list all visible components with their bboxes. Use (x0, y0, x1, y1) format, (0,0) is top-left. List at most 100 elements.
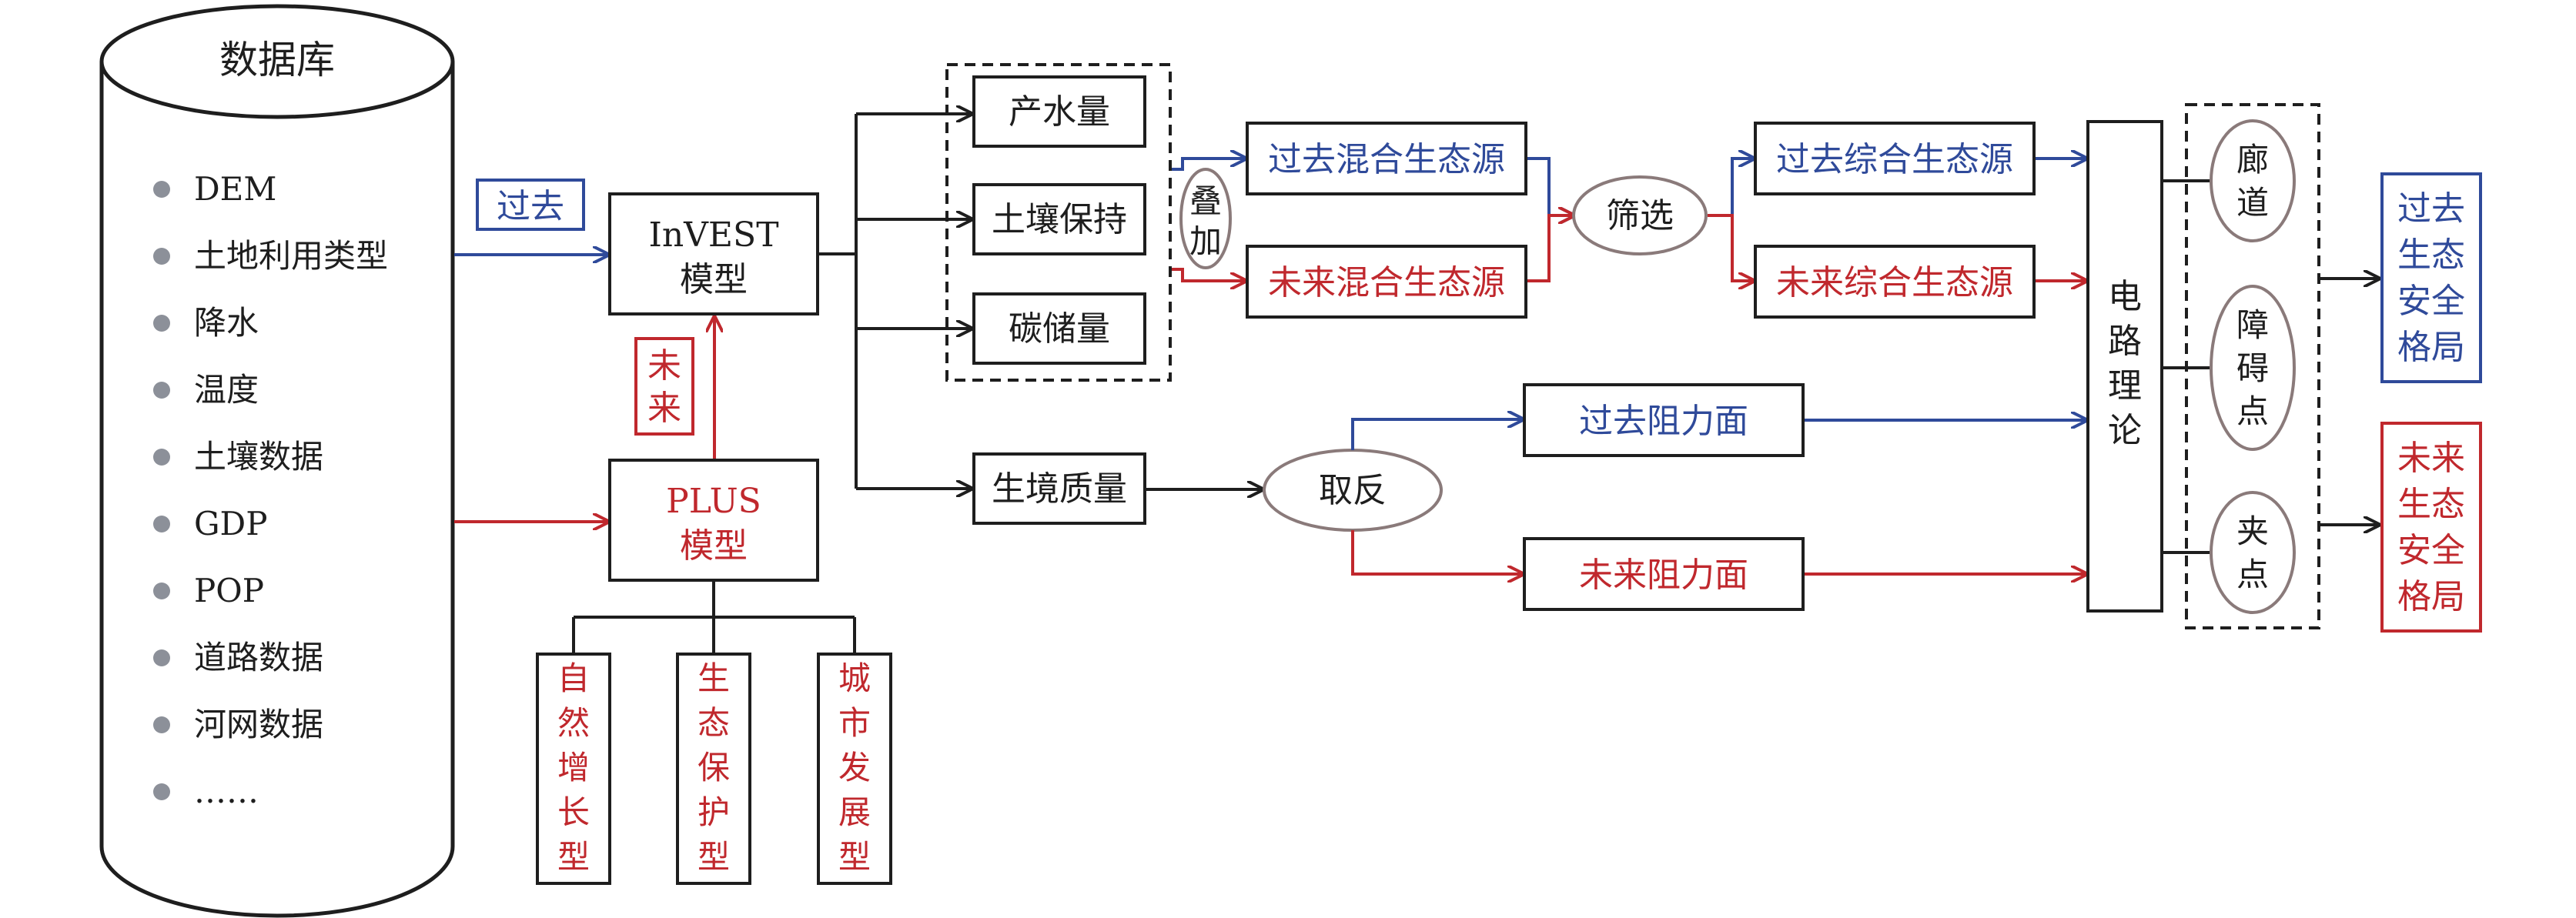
plus-model-box: PLUS 模型 (608, 459, 819, 582)
past-mixed-source-box: 过去混合生态源 (1246, 122, 1527, 195)
database-item: 河网数据 (194, 706, 323, 743)
scenario-char: 市 (838, 704, 871, 742)
plus-model-suffix: 模型 (680, 526, 748, 566)
circuit-theory-char: 理 (2108, 366, 2142, 406)
future-label: 未 来 (634, 337, 694, 436)
service-soil-retention-box: 土壤保持 (972, 183, 1146, 255)
arrow-to-past-mixed (1172, 159, 1246, 171)
scenario-char: 城 (838, 659, 871, 697)
future-label-char-2: 来 (647, 389, 681, 428)
overlay-char-1: 叠 (1189, 182, 1222, 220)
result-line: 安全 (2397, 531, 2465, 570)
database-item-bullet (153, 783, 170, 800)
output-element-oval (2210, 491, 2296, 614)
database-item-bullet (153, 449, 170, 466)
future-comprehensive-source-label: 未来综合生态源 (1776, 263, 2013, 302)
past-comprehensive-source-label: 过去综合生态源 (1776, 140, 2013, 179)
result-line: 格局 (2397, 328, 2465, 367)
past-comprehensive-source-box: 过去综合生态源 (1754, 122, 2036, 195)
database-item: 降水 (194, 304, 259, 342)
scenario-char: 态 (698, 704, 730, 742)
output-element-char: 廊 (2236, 141, 2269, 179)
output-element-char: 障 (2236, 306, 2269, 344)
scenario-char: 增 (557, 749, 590, 786)
invest-model-box: InVEST 模型 (608, 192, 819, 315)
arrow-invert-to-past-resistance (1351, 419, 1523, 450)
scenario-char: 保 (698, 749, 730, 786)
result-line: 格局 (2397, 577, 2465, 616)
scenario-char: 展 (838, 793, 871, 831)
scenario-connector (572, 582, 856, 653)
service-water-yield-label: 产水量 (1009, 92, 1110, 132)
database-item: 土壤数据 (194, 438, 323, 476)
database-item-list: DEM土地利用类型降水温度土壤数据GDPPOP道路数据河网数据…… (153, 170, 388, 810)
result-line: 安全 (2397, 282, 2465, 321)
circuit-theory-char: 电 (2108, 277, 2142, 316)
arrow-future-mixed-to-screen (1527, 215, 1574, 282)
result-line: 生态 (2397, 235, 2465, 275)
circuit-theory-char: 论 (2108, 411, 2142, 450)
scenario-box (536, 653, 611, 885)
arrow-invert-to-future-resistance (1351, 530, 1523, 574)
plus-model-name: PLUS (666, 482, 761, 521)
scenario-box (676, 653, 751, 885)
screen-oval: 筛选 (1572, 175, 1708, 255)
arrow-past-mixed-to-screen (1527, 157, 1574, 215)
database-item-bullet (153, 583, 170, 599)
database-item: …… (194, 773, 259, 810)
service-carbon-storage-box: 碳储量 (972, 292, 1146, 365)
database-item-bullet (153, 315, 170, 332)
screen-label: 筛选 (1606, 196, 1674, 235)
habitat-quality-label: 生境质量 (992, 469, 1127, 509)
database-item: POP (194, 572, 264, 609)
scenario-char: 型 (698, 838, 730, 876)
past-label: 过去 (476, 179, 585, 231)
past-mixed-source-label: 过去混合生态源 (1268, 140, 1505, 179)
invest-model-name: InVEST (648, 215, 778, 255)
output-element-char: 夹 (2236, 512, 2269, 550)
database-item-bullet (153, 382, 170, 399)
scenario-char: 护 (698, 793, 730, 831)
habitat-quality-box: 生境质量 (972, 452, 1146, 525)
circuit-theory-box (2086, 120, 2163, 613)
scenario-char: 然 (557, 704, 590, 742)
future-label-char-1: 未 (647, 346, 681, 386)
database-item-bullet (153, 248, 170, 265)
output-connectors (2163, 179, 2211, 554)
circuit-theory-char: 路 (2108, 322, 2142, 361)
past-result-box (2380, 172, 2482, 383)
invest-branch-lines (819, 114, 972, 489)
database-item-bullet (153, 716, 170, 733)
service-carbon-storage-label: 碳储量 (1009, 309, 1110, 349)
output-element-oval (2210, 285, 2296, 451)
past-resistance-label: 过去阻力面 (1579, 402, 1748, 441)
output-element-char: 点 (2236, 556, 2269, 593)
database-item-bullet (153, 516, 170, 532)
result-line: 未来 (2397, 439, 2465, 478)
future-resistance-box: 未来阻力面 (1523, 537, 1805, 611)
output-element-char: 碍 (2236, 349, 2269, 387)
overlay-char-2: 加 (1189, 222, 1222, 260)
service-water-yield-box: 产水量 (972, 75, 1146, 148)
database-item: DEM (194, 170, 276, 208)
database-item-bullet (153, 181, 170, 198)
arrow-screen-to-future-comprehensive (1708, 214, 1754, 281)
future-mixed-source-label: 未来混合生态源 (1268, 263, 1505, 302)
result-line: 生态 (2397, 485, 2465, 524)
invest-model-suffix: 模型 (680, 260, 748, 299)
scenario-char: 型 (838, 838, 871, 876)
arrow-to-future-mixed (1172, 268, 1246, 281)
database-item: 土地利用类型 (194, 237, 388, 275)
invert-label: 取反 (1319, 471, 1387, 510)
database-cylinder: 数据库 (99, 4, 455, 918)
invert-oval: 取反 (1263, 449, 1443, 532)
overlay-oval: 叠 加 (1179, 168, 1232, 269)
past-resistance-box: 过去阻力面 (1523, 383, 1805, 457)
scenario-char: 自 (557, 659, 590, 697)
scenario-char: 发 (838, 749, 871, 786)
